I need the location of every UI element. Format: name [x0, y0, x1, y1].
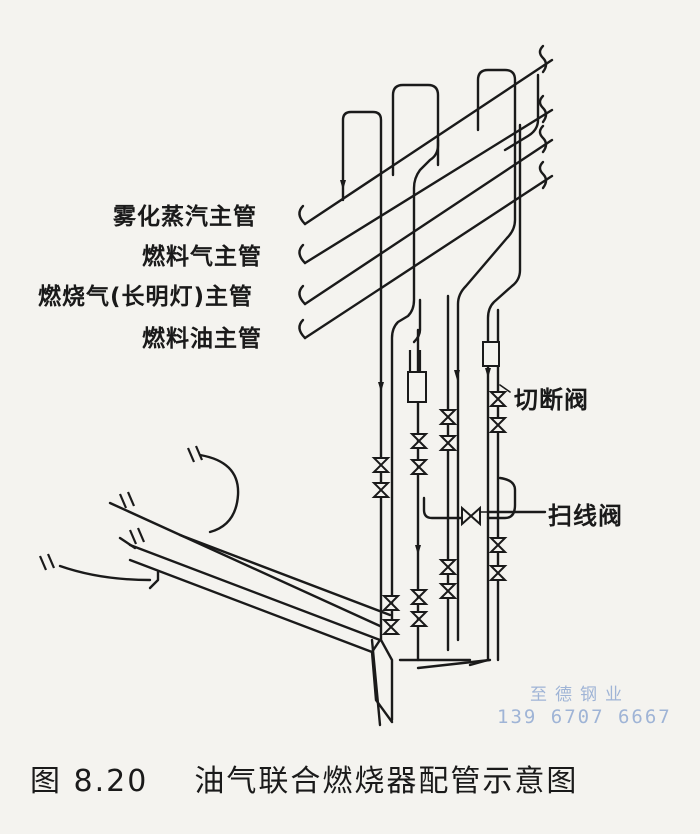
valve-symbol	[488, 565, 508, 581]
valve-symbol	[371, 457, 391, 473]
label-purge-valve: 扫线阀	[548, 502, 623, 530]
header-pilot-gas	[303, 138, 554, 306]
valve-symbol	[409, 433, 429, 449]
label-pilot-gas-header: 燃烧气(长明灯)主管	[38, 284, 254, 310]
label-fuel-oil-header: 燃料油主管	[142, 326, 262, 352]
burner-pipes	[58, 453, 394, 724]
valve-symbol	[381, 595, 401, 611]
flow-arrows	[340, 180, 491, 555]
header-lines	[303, 58, 554, 340]
label-leaders	[298, 204, 307, 340]
figure-caption: 图 8.20 油气联合燃烧器配管示意图	[30, 756, 578, 800]
valve-symbol	[438, 559, 458, 575]
purge-valve-symbol	[461, 505, 481, 527]
watermark-phone: 139 6707 6667	[497, 706, 672, 728]
label-atomizing-steam-header: 雾化蒸汽主管	[113, 204, 257, 230]
watermark-company: 至德钢业	[530, 685, 630, 705]
valve-symbol	[438, 435, 458, 451]
filter-symbol	[407, 371, 427, 403]
filter-symbol	[482, 341, 500, 367]
valve-symbol	[409, 589, 429, 605]
header-break-marks	[538, 44, 548, 190]
label-fuel-gas-header: 燃料气主管	[142, 244, 262, 270]
figure-title: 油气联合燃烧器配管示意图	[194, 764, 579, 799]
header-atomizing-steam	[303, 58, 554, 226]
header-fuel-gas	[303, 108, 554, 265]
valve-symbol	[488, 537, 508, 553]
valve-symbol	[409, 459, 429, 475]
valve-symbol	[488, 391, 508, 407]
couplings	[38, 350, 422, 571]
valve-symbol	[381, 619, 401, 635]
valve-symbol	[371, 482, 391, 498]
figure-number: 图 8.20	[30, 764, 149, 799]
valve-label-leaders	[477, 384, 546, 513]
valve-symbol	[409, 611, 429, 627]
label-shutoff-valve: 切断阀	[514, 386, 589, 414]
header-fuel-oil	[303, 174, 554, 340]
valve-symbol	[438, 583, 458, 599]
valve-symbol	[488, 417, 508, 433]
valves	[371, 341, 508, 635]
valve-symbol	[438, 409, 458, 425]
